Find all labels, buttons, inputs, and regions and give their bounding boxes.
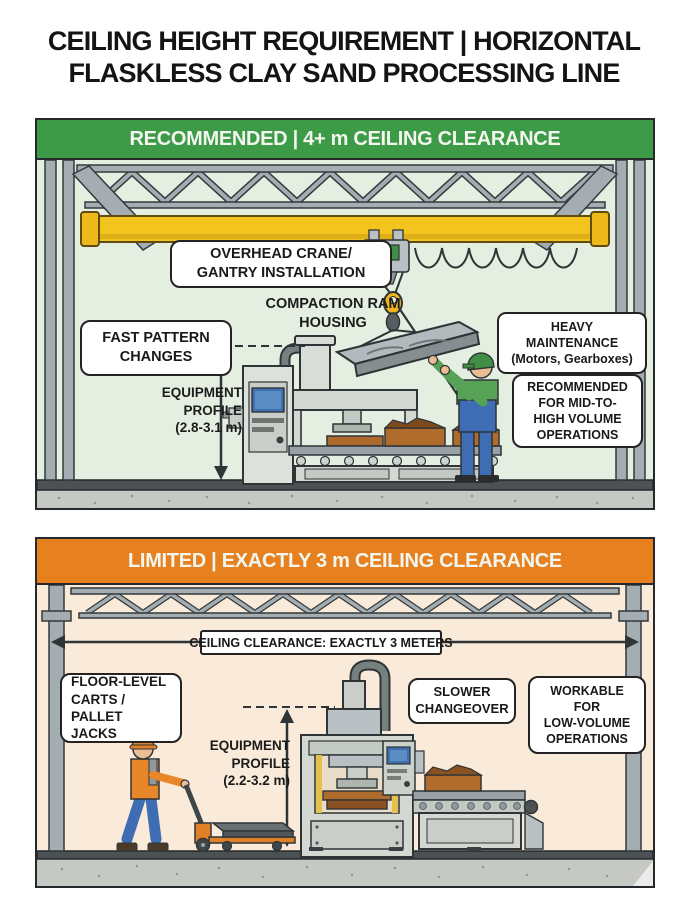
callout-floor-carts: FLOOR-LEVEL CARTS / PALLET JACKS bbox=[60, 673, 182, 743]
callout-recommended-for-line: HIGH VOLUME bbox=[533, 412, 622, 426]
callout-floor-carts-line: CARTS / bbox=[71, 691, 125, 707]
callout-recommended-for: RECOMMENDED FOR MID-TO- HIGH VOLUME OPER… bbox=[512, 374, 643, 448]
callout-fast-pattern: FAST PATTERN CHANGES bbox=[80, 320, 232, 376]
worker-pallet-jack bbox=[116, 735, 296, 853]
callout-overhead-crane: OVERHEAD CRANE/ GANTRY INSTALLATION bbox=[170, 240, 392, 288]
callout-heavy-maintenance-line: (Motors, Gearboxes) bbox=[511, 352, 633, 366]
limited-scene: CEILING CLEARANCE: EXACTLY 3 METERS FLOO… bbox=[37, 585, 653, 886]
label-equipment-profile-bottom: EQUIPMENT PROFILE (2.2-3.2 m) bbox=[188, 737, 290, 790]
panel-recommended: RECOMMENDED | 4+ m CEILING CLEARANCE bbox=[35, 118, 655, 510]
label-equipment-profile-top-line: EQUIPMENT bbox=[161, 385, 242, 400]
callout-ceiling-clearance: CEILING CLEARANCE: EXACTLY 3 METERS bbox=[189, 630, 453, 655]
callout-slower-changeover: SLOWER CHANGEOVER bbox=[408, 678, 516, 724]
callout-fast-pattern-line: FAST PATTERN bbox=[102, 330, 210, 347]
callout-heavy-maintenance: HEAVY MAINTENANCE (Motors, Gearboxes) bbox=[497, 312, 647, 374]
callout-overhead-crane-line: GANTRY INSTALLATION bbox=[196, 265, 366, 281]
page-title-line1: CEILING HEIGHT REQUIREMENT | HORIZONTAL bbox=[47, 26, 641, 56]
callout-recommended-for-line: FOR MID-TO- bbox=[538, 396, 617, 410]
callout-ceiling-clearance-line: CEILING CLEARANCE: EXACTLY 3 METERS bbox=[189, 635, 453, 650]
limited-scene-illustration bbox=[37, 585, 653, 886]
label-equipment-profile-top: EQUIPMENT PROFILE (2.8-3.1 m) bbox=[130, 384, 242, 437]
label-compaction-ram-line: COMPACTION RAM bbox=[265, 296, 401, 312]
festoon-cables bbox=[414, 247, 578, 269]
callout-slower-changeover-line: CHANGEOVER bbox=[415, 701, 509, 716]
crane-hook-and-plate bbox=[334, 271, 481, 413]
label-equipment-profile-bottom-line: EQUIPMENT bbox=[209, 738, 290, 753]
corner-smudge bbox=[633, 861, 653, 886]
recommended-header-bar: RECOMMENDED | 4+ m CEILING CLEARANCE bbox=[37, 120, 653, 160]
callout-slower-changeover-line: SLOWER bbox=[433, 684, 491, 700]
label-equipment-profile-top-line: PROFILE bbox=[183, 402, 242, 418]
page-title-line2: FLASKLESS CLAY SAND PROCESSING LINE bbox=[68, 57, 620, 88]
callout-recommended-for-line: RECOMMENDED bbox=[527, 380, 628, 394]
callout-floor-carts-line: FLOOR-LEVEL bbox=[71, 674, 167, 690]
limited-header-bar: LIMITED | EXACTLY 3 m CEILING CLEARANCE bbox=[37, 539, 653, 585]
callout-workable: WORKABLE FOR LOW-VOLUME OPERATIONS bbox=[528, 676, 646, 754]
recommended-scene: OVERHEAD CRANE/ GANTRY INSTALLATION FAST… bbox=[37, 160, 653, 508]
page-title: CEILING HEIGHT REQUIREMENT | HORIZONTAL … bbox=[0, 26, 688, 90]
callout-fast-pattern-line: CHANGES bbox=[119, 349, 193, 365]
callout-overhead-crane-line: OVERHEAD CRANE/ bbox=[210, 246, 352, 263]
callout-workable-line: WORKABLE FOR bbox=[550, 684, 624, 714]
panel-limited: LIMITED | EXACTLY 3 m CEILING CLEARANCE bbox=[35, 537, 655, 888]
roof-truss bbox=[70, 587, 620, 619]
molding-machine bbox=[222, 335, 502, 485]
callout-workable-line: LOW-VOLUME bbox=[543, 716, 631, 730]
callout-floor-carts-line: PALLET JACKS bbox=[71, 709, 123, 742]
worker-rigger bbox=[427, 352, 499, 482]
callout-heavy-maintenance-line: HEAVY MAINTENANCE bbox=[525, 320, 619, 350]
compact-molding-machine bbox=[300, 659, 544, 858]
callout-recommended-for-line: OPERATIONS bbox=[536, 428, 619, 442]
label-equipment-profile-top-line: (2.8-3.1 m) bbox=[175, 420, 242, 436]
callout-workable-line: OPERATIONS bbox=[546, 732, 628, 746]
label-compaction-ram: COMPACTION RAM HOUSING bbox=[248, 295, 418, 333]
roof-truss bbox=[76, 164, 614, 209]
factory-floor bbox=[37, 479, 653, 508]
label-compaction-ram-line: HOUSING bbox=[299, 314, 367, 331]
label-equipment-profile-bottom-line: PROFILE bbox=[231, 755, 290, 771]
label-equipment-profile-bottom-line: (2.2-3.2 m) bbox=[223, 773, 290, 789]
